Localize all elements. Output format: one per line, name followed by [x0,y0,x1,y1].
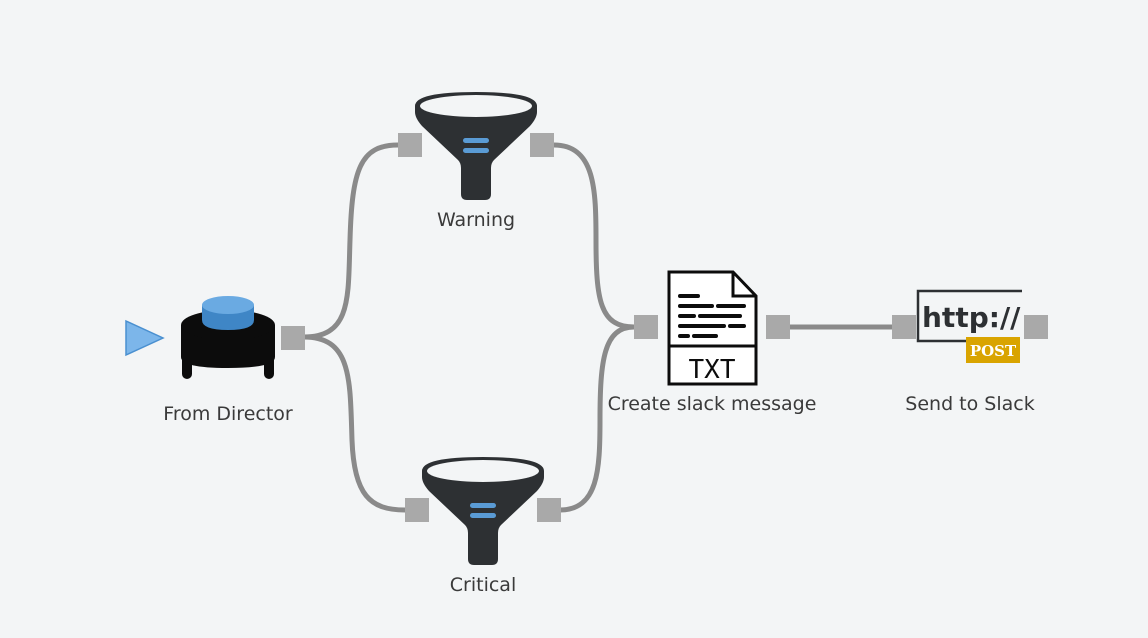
port-critical-in[interactable] [405,498,429,522]
http-url-text: http:// [922,301,1021,334]
node-critical[interactable]: Critical [405,457,561,596]
edge-director-to-critical[interactable] [303,334,406,513]
port-critical-out[interactable] [537,498,561,522]
funnel-filter-icon [415,92,537,200]
edge-director-to-warning[interactable] [303,142,399,340]
funnel-filter-icon [422,457,544,565]
node-warning[interactable]: Warning [398,92,554,231]
node-send-to-slack[interactable]: http:// POST Send to Slack [892,289,1048,415]
node-create-slack-message[interactable]: TXT Create slack message [608,270,817,415]
trigger-arrow-icon[interactable] [125,319,165,357]
txt-icon-text: TXT [689,355,736,385]
edge-warning-to-slack-message[interactable] [553,142,635,330]
director-source-icon [181,296,275,379]
port-slack-message-in[interactable] [634,315,658,339]
edges [303,142,892,513]
node-label-from-director: From Director [163,403,293,425]
node-label-create-slack-message: Create slack message [608,393,817,415]
node-label-send-to-slack: Send to Slack [905,393,1034,415]
node-label-critical: Critical [450,574,516,596]
port-send-slack-in[interactable] [892,315,916,339]
port-send-slack-out[interactable] [1024,315,1048,339]
post-badge-text: POST [970,342,1017,360]
txt-file-icon: TXT [667,270,758,386]
port-warning-in[interactable] [398,133,422,157]
port-director-out[interactable] [281,326,305,350]
node-label-warning: Warning [437,209,515,231]
port-warning-out[interactable] [530,133,554,157]
port-slack-message-out[interactable] [766,315,790,339]
node-from-director[interactable]: From Director [125,296,305,425]
http-post-icon: http:// POST [916,289,1022,363]
edge-critical-to-slack-message[interactable] [559,324,635,513]
